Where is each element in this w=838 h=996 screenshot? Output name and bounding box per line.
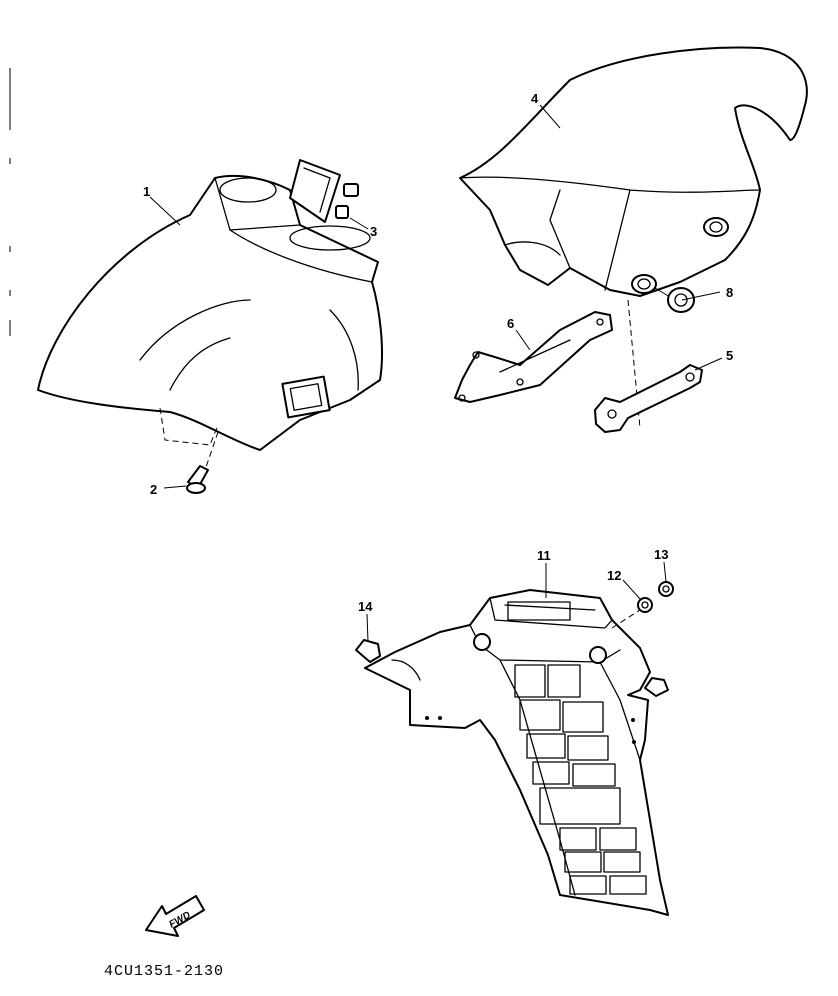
seat-cowl [459,46,808,297]
bolt-2-guide [159,407,219,446]
callout-12: 12 [607,568,621,583]
fender-stay-tab [289,159,341,223]
stay-5 [594,364,703,433]
callout-3: 3 [370,224,377,239]
bolt-2 [186,465,209,494]
callout-1: 1 [143,184,150,199]
grommet-8 [667,287,695,313]
leader-lines [149,104,723,643]
callout-14: 14 [358,599,373,614]
bolt-2-axis [204,431,219,471]
front-fender [37,174,383,451]
clip-nut-14 [355,639,669,697]
callout-2: 2 [150,482,157,497]
callout-6: 6 [507,316,514,331]
rear-fender [364,589,669,916]
fwd-arrow-icon: FWD [145,895,205,937]
nut-12 [637,597,653,613]
callout-11: 11 [537,548,551,563]
cowl-mount-axis [627,299,641,429]
callout-4: 4 [531,91,539,106]
fender-grille [514,664,647,895]
callout-5: 5 [726,348,733,363]
nut-3 [335,183,359,219]
diagram-code: 4CU1351-2130 [104,963,224,980]
nut-12-axis [611,609,641,629]
callout-13: 13 [654,547,668,562]
nut-13 [658,581,674,597]
bracket-6 [454,311,613,403]
callout-8: 8 [726,285,733,300]
